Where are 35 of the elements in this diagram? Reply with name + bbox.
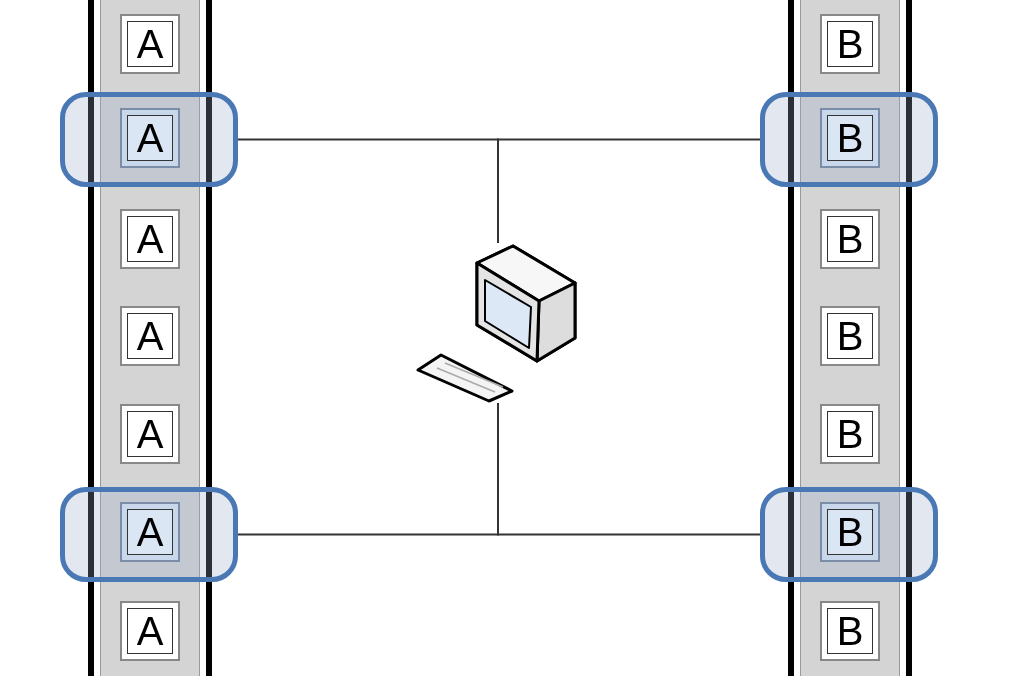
box-letter: B: [827, 21, 873, 67]
conveyor-rail: [788, 0, 912, 676]
label-box: [820, 14, 880, 74]
label-box: [820, 108, 880, 168]
box-letter: A: [127, 509, 173, 555]
label-box: [820, 306, 880, 366]
conveyor-rail: [88, 0, 212, 676]
box-letter: A: [127, 115, 173, 161]
box-letter: B: [827, 608, 873, 654]
box-letter: A: [127, 313, 173, 359]
box-letter: B: [827, 509, 873, 555]
box-letter: B: [827, 411, 873, 457]
highlight-frame: [760, 92, 938, 187]
label-box: [120, 601, 180, 661]
highlight-frame: [760, 487, 938, 582]
box-letter: A: [127, 21, 173, 67]
box-letter: A: [127, 608, 173, 654]
connector-line: [497, 138, 761, 244]
label-box: [120, 306, 180, 366]
box-letter: B: [827, 216, 873, 262]
box-letter: B: [827, 313, 873, 359]
box-letter: A: [127, 411, 173, 457]
box-letter: A: [127, 216, 173, 262]
label-box: [120, 209, 180, 269]
label-box: [820, 404, 880, 464]
label-box: [120, 502, 180, 562]
label-box: [120, 108, 180, 168]
label-box: [820, 601, 880, 661]
label-box: [120, 14, 180, 74]
highlight-frame: [60, 487, 238, 582]
label-box: [820, 209, 880, 269]
highlight-frame: [60, 92, 238, 187]
label-box: [120, 404, 180, 464]
label-box: [820, 502, 880, 562]
box-letter: B: [827, 115, 873, 161]
